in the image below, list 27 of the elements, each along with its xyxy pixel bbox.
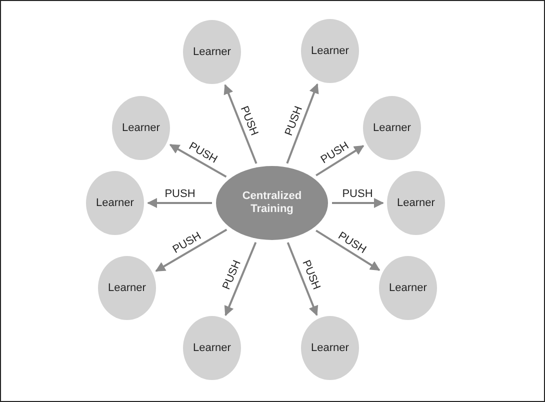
edge-label: PUSH: [164, 188, 196, 200]
learner-circle: Learner: [183, 20, 241, 84]
learner-circle: Learner: [387, 171, 445, 235]
learner-circle: Learner: [379, 256, 437, 320]
arrow: [316, 145, 364, 176]
arrow: [224, 242, 257, 316]
hub-ellipse: Centralized Training: [216, 166, 328, 240]
edge-label: PUSH: [282, 104, 305, 137]
learner-circle: Learner: [183, 316, 241, 380]
learner-circle: Learner: [301, 19, 359, 83]
arrow: [169, 144, 227, 178]
edge-label: PUSH: [220, 258, 244, 292]
edge-label: PUSH: [299, 258, 322, 292]
learner-circle: Learner: [98, 256, 156, 320]
learner-circle: Learner: [301, 316, 359, 380]
arrow: [286, 242, 318, 316]
learner-circle: Learner: [112, 96, 170, 160]
learner-circle: Learner: [86, 171, 144, 235]
arrow: [147, 198, 212, 208]
edge-label: PUSH: [238, 104, 260, 138]
arrow: [332, 198, 384, 208]
edge-label: PUSH: [342, 188, 373, 200]
arrow: [224, 84, 258, 164]
learner-circle: Learner: [363, 96, 421, 160]
arrow: [155, 228, 228, 272]
arrow: [286, 83, 319, 164]
arrow: [316, 230, 380, 271]
